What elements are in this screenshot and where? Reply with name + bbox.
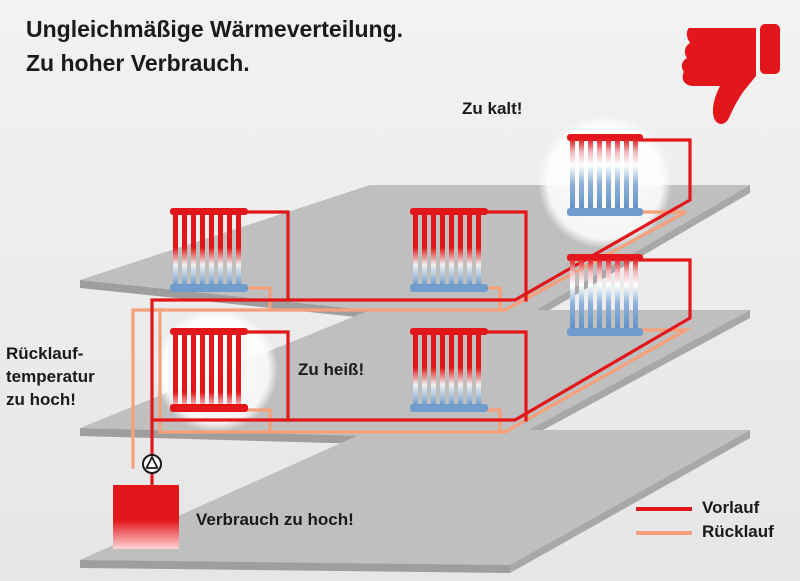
thumbs-down-icon — [681, 24, 780, 124]
radiator-middle-right — [410, 328, 488, 412]
legend-line-return — [636, 531, 692, 535]
radiator-top-right — [410, 208, 488, 292]
floor-plate-bottom — [80, 430, 750, 565]
radiator-hot — [170, 328, 248, 412]
radiator-top-left — [170, 208, 248, 292]
radiator-middle-far — [567, 254, 643, 336]
return-temp-line-2: temperatur — [6, 367, 95, 386]
page-title: Ungleichmäßige Wärmeverteilung. Zu hoher… — [26, 12, 403, 80]
label-too-cold: Zu kalt! — [462, 99, 523, 118]
radiator-cold-far — [567, 134, 643, 216]
return-temp-line-3: zu hoch! — [6, 390, 76, 409]
pump-icon — [142, 454, 162, 474]
title-line-1: Ungleichmäßige Wärmeverteilung. — [26, 16, 404, 42]
label-consumption: Verbrauch zu hoch! — [196, 510, 354, 529]
label-too-hot: Zu heiß! — [298, 360, 365, 379]
title-line-2: Zu hoher Verbrauch. — [26, 50, 250, 76]
label-return-temperature: Rücklauf- temperatur zu hoch! — [6, 342, 95, 411]
supply-pipes — [150, 138, 692, 487]
boiler-icon — [113, 485, 179, 549]
legend-label-supply: Vorlauf — [702, 498, 760, 517]
legend-label-return: Rücklauf — [702, 522, 774, 541]
legend-line-supply — [636, 507, 692, 511]
return-temp-line-1: Rücklauf- — [6, 344, 84, 363]
